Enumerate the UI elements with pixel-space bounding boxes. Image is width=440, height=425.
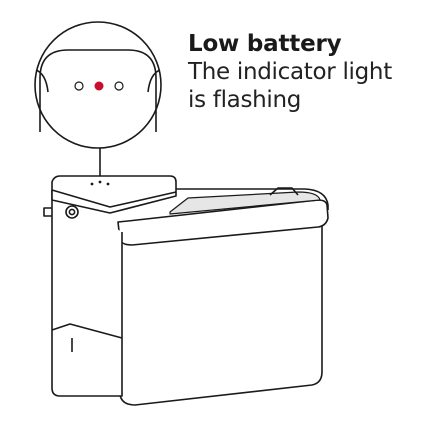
callout-description-line-2: is flashing — [188, 87, 302, 113]
side-clip — [43, 207, 52, 217]
basin-top-rim — [117, 199, 329, 246]
low-battery-callout-text: Low battery The indicator light is flash… — [188, 30, 433, 114]
device-indicator-dots — [90, 180, 110, 186]
zoom-circle-icon — [34, 21, 162, 149]
indicator-light-right — [114, 81, 124, 91]
pump-top-closeup — [39, 49, 157, 132]
basin-handle — [269, 187, 299, 196]
callout-title: Low battery — [188, 31, 342, 57]
pump-lower-panel — [51, 323, 123, 339]
pump-cap — [51, 175, 177, 214]
pump-tower — [51, 190, 123, 397]
zoom-callout — [34, 21, 162, 178]
basin-body — [119, 215, 323, 406]
callout-description-line-1: The indicator light — [188, 59, 392, 85]
fountain-device — [43, 175, 329, 406]
water-surface — [169, 191, 321, 215]
indicator-light-left — [74, 81, 84, 91]
indicator-light-center — [94, 81, 104, 91]
indicator-lights — [74, 81, 124, 91]
callout-description: The indicator light is flashing — [188, 58, 433, 114]
